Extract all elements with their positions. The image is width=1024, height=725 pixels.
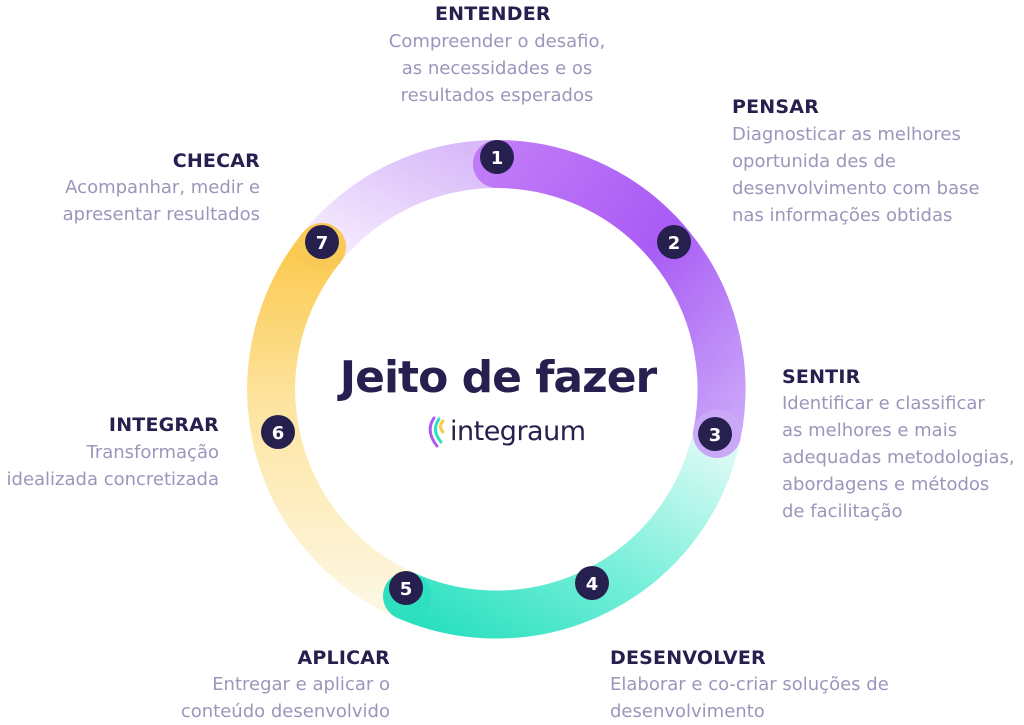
step-title-desenvolver: DESENVOLVER	[610, 647, 766, 669]
step-desc-pensar: Diagnosticar as melhores oportunida des …	[732, 121, 980, 229]
step-marker-1: 1	[480, 140, 514, 174]
step-number-4: 4	[586, 574, 599, 595]
step-marker-3: 3	[698, 417, 732, 451]
step-desc-line: abordagens e métodos	[782, 474, 990, 495]
step-desc-integrar: Transformação idealizada concretizada	[7, 439, 219, 493]
step-desc-entender: Compreender o desafio, as necessidades e…	[375, 28, 619, 109]
step-desc-line: Transformação	[86, 442, 219, 463]
integraum-logo-icon	[428, 416, 445, 448]
step-desc-line: nas informações obtidas	[732, 205, 953, 226]
step-title-aplicar: APLICAR	[297, 647, 390, 669]
step-marker-4: 4	[575, 566, 609, 600]
step-desc-line: as necessidades e os	[401, 58, 593, 79]
step-desc-line: apresentar resultados	[62, 204, 260, 225]
ring-segment-feel-to-apply	[383, 410, 741, 639]
step-number-5: 5	[400, 579, 413, 600]
step-marker-2: 2	[657, 225, 691, 259]
step-desc-line: idealizada concretizada	[6, 469, 219, 490]
diagram-title: Jeito de fazer	[339, 352, 658, 403]
step-desc-line: de facilitação	[782, 501, 903, 522]
step-desc-line: desenvolvimento	[610, 701, 765, 722]
step-desc-line: desenvolvimento com base	[732, 178, 980, 199]
step-number-3: 3	[709, 425, 722, 446]
step-desc-line: resultados esperados	[400, 85, 594, 106]
step-desc-aplicar: Entregar e aplicar o conteúdo desenvolvi…	[181, 671, 390, 725]
step-number-7: 7	[316, 233, 329, 254]
step-title-entender: ENTENDER	[435, 3, 551, 25]
step-number-2: 2	[668, 233, 681, 254]
step-desc-line: Identificar e classificar	[782, 393, 985, 414]
step-desc-checar: Acompanhar, medir e apresentar resultado…	[63, 174, 260, 228]
step-desc-desenvolver: Elaborar e co-criar soluções de desenvol…	[610, 671, 889, 725]
step-desc-line: adequadas metodologias,	[782, 447, 1015, 468]
step-title-sentir: SENTIR	[782, 366, 861, 388]
ring-segment-apply-to-check	[247, 231, 417, 619]
step-desc-line: Diagnosticar as melhores	[732, 124, 961, 145]
step-desc-line: Elaborar e co-criar soluções de	[610, 674, 889, 695]
step-marker-6: 6	[261, 415, 295, 449]
step-title-checar: CHECAR	[172, 150, 260, 172]
step-marker-5: 5	[389, 571, 423, 605]
step-title-pensar: PENSAR	[732, 96, 820, 118]
step-title-integrar: INTEGRAR	[108, 414, 219, 436]
ring-segment-check-to-understand	[298, 139, 521, 271]
brand-name: integraum	[450, 416, 586, 447]
step-desc-sentir: Identificar e classificar as melhores e …	[782, 390, 1015, 525]
step-number-1: 1	[491, 148, 504, 169]
step-desc-line: oportunida des de	[732, 151, 897, 172]
step-desc-line: Entregar e aplicar o	[212, 674, 390, 695]
step-desc-line: conteúdo desenvolvido	[180, 701, 390, 722]
step-desc-line: Compreender o desafio,	[388, 31, 606, 52]
step-number-6: 6	[272, 423, 285, 444]
step-desc-line: as melhores e mais	[782, 420, 958, 441]
brand-logo: integraum	[424, 410, 586, 454]
step-desc-line: Acompanhar, medir e	[65, 177, 260, 198]
step-marker-7: 7	[305, 225, 339, 259]
